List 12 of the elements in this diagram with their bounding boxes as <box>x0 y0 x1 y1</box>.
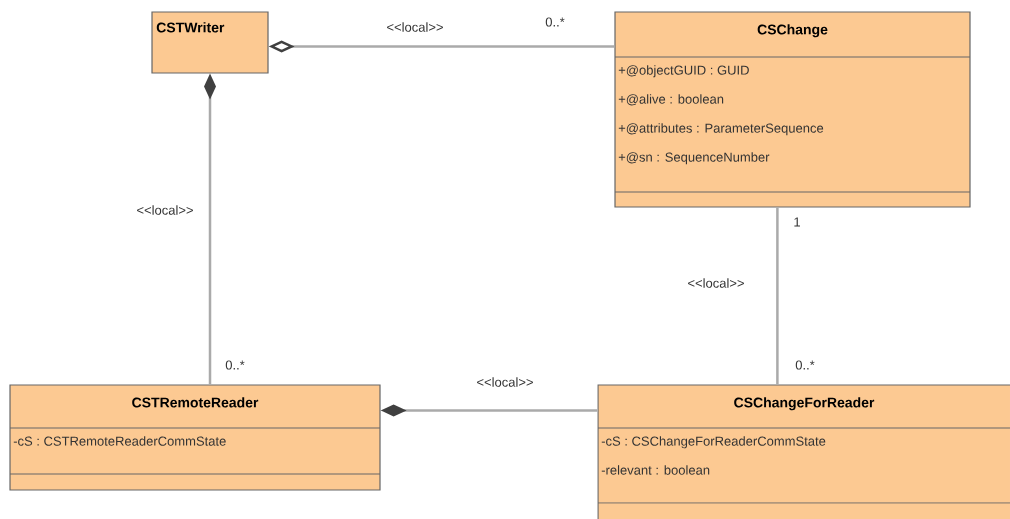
stereotype-label: <<local>> <box>686 277 746 289</box>
stereotype-label: <<local>> <box>475 376 535 388</box>
class-box: CSTRemoteReader -cS : CSTRemoteReaderCommState <box>9 384 381 491</box>
class-box: CSTWriter <box>151 11 269 74</box>
class-box: CSChange +@objectGUID : GUID +@alive : boolean +@attributes : ParameterSequence +@sn : SequenceNumber <box>614 11 971 208</box>
association-line <box>776 207 779 385</box>
multiplicity-label: 0..* <box>225 360 245 370</box>
multiplicity-label: 0..* <box>545 17 565 27</box>
class-box: CSChangeForReader -cS : CSChangeForReaderCommState -relevant : boolean <box>597 384 1010 519</box>
stereotype-label: <<local>> <box>135 204 195 216</box>
stereotype-label: <<local>> <box>385 21 445 33</box>
multiplicity-label: 0..* <box>795 360 815 370</box>
